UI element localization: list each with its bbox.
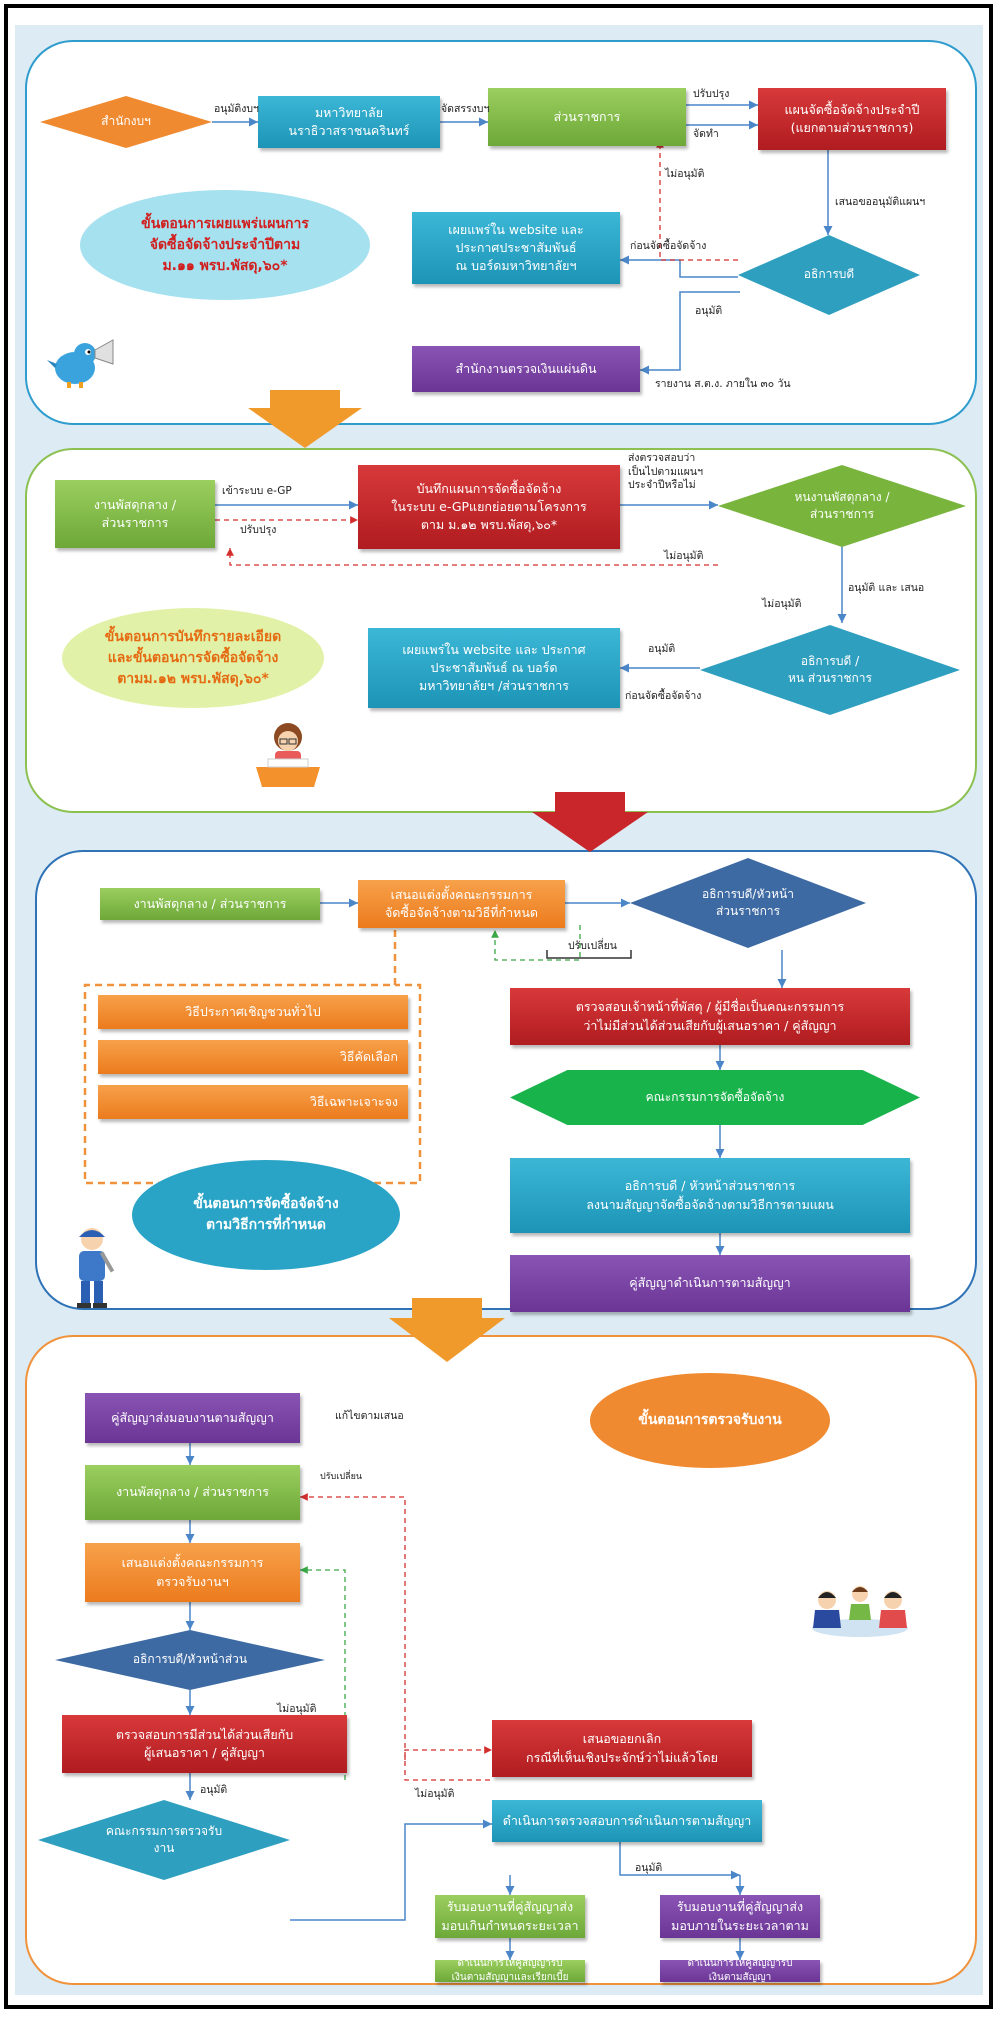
label-change-4: ปรับเปลี่ยน — [320, 1472, 362, 1482]
label-disapprove-2b: ไม่อนุมัติ — [762, 598, 802, 610]
supply-unit-box-3: งานพัสดุกลาง / ส่วนราชการ — [100, 888, 320, 920]
label-approve: อนุมัติ — [695, 305, 723, 317]
ontime-payment-box: ดำเนินการให้คู่สัญญารับ เงินตามสัญญา — [660, 1958, 820, 1983]
label-disapprove-4b: ไม่อนุมัติ — [277, 1703, 317, 1715]
label-propose-plan: เสนอขออนุมัติแผนฯ — [835, 196, 926, 208]
label-approve-4a: อนุมัติ — [200, 1784, 228, 1796]
conflict-check-box: ตรวจสอบการมีส่วนได้ส่วนเสียกับ ผู้เสนอรา… — [62, 1715, 347, 1773]
section-4-title-bubble: ขั้นตอนการตรวจรับงาน — [590, 1373, 830, 1468]
label-check-plan: ส่งตรวจสอบว่า เป็นไปตามแผนฯ ประจำปีหรือไ… — [628, 452, 704, 492]
audit-office-box: สำนักงานตรวจเงินแผ่นดิน — [412, 346, 640, 392]
label-make: จัดทำ — [693, 128, 719, 140]
section-2-title-bubble: ขั้นตอนการบันทึกรายละเอียด และขั้นตอนการ… — [62, 608, 324, 708]
section-1-title-bubble: ขั้นตอนการเผยแพร่แผนการ จัดซื้อจัดจ้างปร… — [80, 190, 370, 300]
label-change-3: ปรับเปลี่ยน — [568, 940, 617, 952]
label-allocate: จัดสรรงบฯ — [441, 103, 490, 115]
label-enter-egp: เข้าระบบ e-GP — [222, 485, 292, 497]
contractor-performs-box: คู่สัญญาดำเนินการตามสัญญา — [510, 1255, 910, 1312]
propose-committee-box: เสนอแต่งตั้งคณะกรรมการ จัดซื้อจัดจ้างตาม… — [358, 880, 565, 928]
record-egp-box: บันทึกแผนการจัดซื้อจัดจ้าง ในระบบ e-GPแย… — [358, 465, 620, 549]
label-before-procure-2: ก่อนจัดซื้อจัดจ้าง — [625, 690, 702, 702]
publish-website-box-2: เผยแพร่ใน website และ ประกาศ ประชาสัมพัน… — [368, 628, 620, 708]
check-officer-box: ตรวจสอบเจ้าหน้าที่พัสดุ / ผู้มีชื่อเป็นค… — [510, 988, 910, 1045]
label-before-procure: ก่อนจัดซื้อจัดจ้าง — [630, 240, 707, 252]
late-payment-box: ดำเนินการให้คู่สัญญารับ เงินตามสัญญาและเ… — [435, 1958, 585, 1983]
sign-contract-box: อธิการบดี / หัวหน้าส่วนราชการ ลงนามสัญญา… — [510, 1158, 910, 1233]
method-general-invite: วิธีประกาศเชิญชวนทั่วไป — [98, 995, 408, 1029]
propose-inspect-committee-box: เสนอแต่งตั้งคณะกรรมการ ตรวจรับงานฯ — [85, 1543, 300, 1602]
head-supply-decision-node: หนงานพัสดุกลาง / ส่วนราชการ — [718, 465, 966, 547]
section-arrow-2 — [532, 792, 648, 852]
mechanic-icon — [77, 1228, 115, 1308]
units-box: ส่วนราชการ — [488, 88, 686, 146]
method-specific: วิธีเฉพาะเจาะจง — [98, 1085, 408, 1119]
president-head-decision-node: อธิการบดี / หน ส่วนราชการ — [700, 625, 960, 715]
label-approve-2: อนุมัติ — [648, 643, 676, 655]
label-disapprove: ไม่อนุมัติ — [665, 168, 705, 180]
label-disapprove-2a: ไม่อนุมัติ — [664, 550, 704, 562]
bird-megaphone-icon — [47, 339, 114, 388]
outer-frame — [4, 4, 993, 2009]
annual-plan-box: แผนจัดซื้อจัดจ้างประจำปี (แยกตามส่วนราชก… — [758, 88, 946, 150]
office-budget-node: สำนักงบฯ — [40, 96, 212, 148]
woman-desk-icon — [256, 723, 320, 787]
inspect-contract-box: ดำเนินการตรวจสอบการดำเนินการตามสัญญา — [492, 1800, 762, 1842]
label-disapprove-4a: ไม่อนุมัติ — [415, 1788, 455, 1800]
label-report-audit: รายงาน ส.ต.ง. ภายใน ๓๐ วัน — [655, 378, 791, 390]
supply-unit-box-4: งานพัสดุกลาง / ส่วนราชการ — [85, 1465, 300, 1520]
president-head-node-4: อธิการบดี/หัวหน้าส่วน — [55, 1630, 325, 1690]
method-selection: วิธีคัดเลือก — [98, 1040, 408, 1074]
label-revise-2: ปรับปรุง — [240, 524, 277, 536]
label-revise: ปรับปรุง — [693, 88, 730, 100]
meeting-icon — [812, 1586, 908, 1637]
bracket-mark — [546, 950, 632, 959]
section-arrow-3 — [389, 1298, 505, 1362]
late-receive-box: รับมอบงานที่คู่สัญญาส่ง มอบเกินกำหนดระยะ… — [435, 1895, 585, 1938]
publish-website-box: เผยแพร่ใน website และ ประกาศประชาสัมพันธ… — [412, 212, 620, 284]
president-head-node-3: อธิการบดี/หัวหน้า ส่วนราชการ — [630, 858, 866, 948]
section-3-title-bubble: ขั้นตอนการจัดซื้อจัดจ้าง ตามวิธีการที่กำ… — [132, 1160, 400, 1270]
label-approve-4b: อนุมัติ — [635, 1862, 663, 1874]
president-decision-node: อธิการบดี — [738, 235, 920, 315]
contractor-deliver-box: คู่สัญญาส่งมอบงานตามสัญญา — [85, 1393, 300, 1443]
label-fix-4: แก้ไขตามเสนอ — [335, 1410, 404, 1422]
cancel-proposal-box: เสนอขอยกเลิก กรณีที่เห็นเชิงประจักษ์ว่าไ… — [492, 1720, 752, 1777]
label-approve-propose: อนุมัติ และ เสนอ — [848, 582, 925, 594]
procurement-committee-node: คณะกรรมการจัดซื้อจัดจ้าง — [510, 1070, 920, 1125]
university-box: มหาวิทยาลัย นราธิวาสราชนครินทร์ — [258, 96, 440, 148]
supply-unit-box: งานพัสดุกลาง / ส่วนราชการ — [55, 480, 215, 548]
ontime-receive-box: รับมอบงานที่คู่สัญญาส่ง มอบภายในระยะเวลา… — [660, 1895, 820, 1938]
inspection-committee-node: คณะกรรมการตรวจรับ งาน — [38, 1800, 290, 1880]
section-arrow-1 — [248, 390, 362, 448]
label-approve-budget: อนุมัติงบฯ — [214, 103, 259, 115]
